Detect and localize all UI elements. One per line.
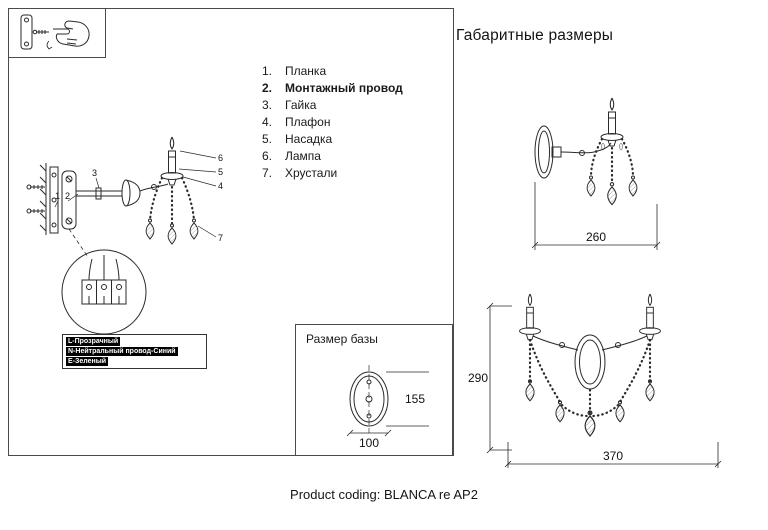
base-height-extension-lines [386, 371, 429, 427]
wire-live-label: L-Прозрачный [66, 337, 121, 346]
parts-list-item: 4. Плафон [262, 114, 403, 131]
crystal-drop [645, 379, 655, 402]
parts-list-item: 2. Монтажный провод [262, 80, 403, 97]
mounting-bar [75, 187, 123, 200]
callout-numbers: 6 5 4 7 3 1 2 [55, 153, 223, 243]
crystal-drop [189, 218, 199, 240]
lamp-arm [139, 183, 169, 192]
callout-6: 6 [218, 153, 223, 163]
lamp-arm [560, 142, 612, 154]
crystal-drop [525, 379, 535, 402]
part-number: 6. [262, 149, 273, 163]
detail-leader-line [68, 228, 89, 258]
callout-5: 5 [218, 167, 223, 177]
parts-list-item: 1. Планка [262, 63, 403, 80]
wire-earth-label: E-Зеленый [66, 357, 109, 366]
parts-list-item: 5. Насадка [262, 131, 403, 148]
part-label: Лампа [285, 149, 321, 163]
lamp-arm [601, 335, 648, 351]
lamp-arm [532, 335, 579, 351]
part-label: Насадка [285, 132, 333, 146]
mounting-strip [49, 166, 59, 234]
double-height-value: 290 [468, 371, 488, 385]
part-number: 3. [262, 98, 273, 112]
candle [519, 293, 541, 341]
product-coding: Product coding: BLANCA re AP2 [290, 487, 478, 502]
parts-list: 1. Планка 2. Монтажный провод 3. Гайка 4. Пл… [262, 63, 403, 182]
instruction-panel [8, 8, 454, 456]
base-plate-drawing: 155 100 [346, 365, 429, 450]
parts-list-item: 6. Лампа [262, 148, 403, 165]
assembly-drawing: 6 5 4 7 3 1 2 [26, 136, 223, 335]
installation-icon-box [8, 8, 106, 58]
double-width-dimension-line [504, 442, 722, 468]
part-label: Гайка [285, 98, 317, 112]
crystal-drop [584, 410, 596, 437]
bead-chains [148, 176, 196, 227]
candle [600, 97, 624, 147]
single-sconce-drawing: 260 [531, 97, 661, 250]
crystal-drop [628, 175, 638, 197]
wall-section [39, 163, 47, 235]
part-number: 1. [262, 64, 273, 78]
base-size-box: Размер базы 155 100 [295, 324, 453, 456]
crystal-drop [607, 182, 617, 206]
wall-plate [534, 125, 562, 179]
dimensions-title: Габаритные размеры [456, 27, 614, 44]
base-size-title: Размер базы [306, 332, 378, 346]
parts-list-item: 3. Гайка [262, 97, 403, 114]
double-sconce-drawing: 290 370 [468, 293, 722, 468]
part-number: 7. [262, 166, 273, 180]
wiring-detail-circle [61, 249, 147, 335]
center-back-plate [574, 334, 606, 390]
part-label: Хрустали [285, 166, 338, 180]
candle [160, 136, 184, 186]
callout-leader-lines [54, 150, 217, 238]
part-number: 5. [262, 132, 273, 146]
crystal-drop [167, 223, 177, 245]
callout-3: 3 [92, 168, 97, 178]
base-width-dimension-line [346, 429, 392, 437]
parts-list-item: 7. Хрустали [262, 165, 403, 182]
base-width-value: 100 [359, 436, 379, 450]
mounting-screw-icon [26, 184, 45, 190]
installation-hand-icon [20, 14, 90, 50]
callout-4: 4 [218, 181, 223, 191]
double-height-dimension-line [486, 302, 512, 454]
bead-chains [589, 137, 635, 186]
part-number: 4. [262, 115, 273, 129]
part-label: Планка [285, 64, 327, 78]
crystal-drop [615, 400, 625, 423]
double-width-value: 370 [603, 449, 623, 463]
candle [639, 293, 661, 341]
mounting-screw-icon [26, 208, 45, 214]
part-label: Плафон [285, 115, 331, 129]
crystal-drop [145, 218, 155, 240]
wire-neutral-label: N-Нейтральный провод-Синий [66, 347, 178, 356]
single-width-value: 260 [586, 230, 606, 244]
crystal-drop [619, 142, 623, 151]
lamp-base-cup [121, 179, 141, 207]
callout-7: 7 [218, 233, 223, 243]
bead-chains [528, 338, 652, 418]
wiring-color-label: L-Прозрачный N-Нейтральный провод-Синий … [62, 334, 207, 369]
single-width-dimension-line [531, 182, 661, 250]
callout-2: 2 [65, 191, 70, 201]
part-label: Монтажный провод [285, 81, 403, 95]
base-height-value: 155 [405, 392, 425, 406]
part-number: 2. [262, 81, 273, 95]
crystal-drop [586, 175, 596, 197]
callout-1: 1 [55, 191, 60, 201]
crystal-drop [555, 400, 565, 423]
crystal-drop [601, 142, 605, 151]
